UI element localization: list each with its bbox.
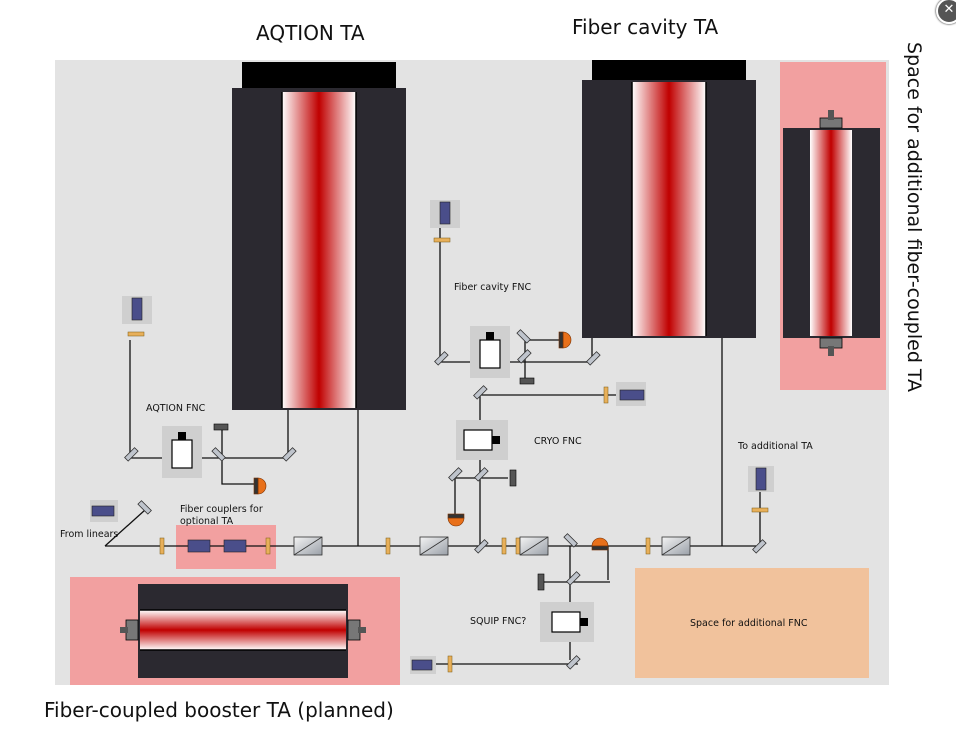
additional-ta: [783, 110, 880, 356]
close-icon[interactable]: ✕: [936, 0, 956, 24]
beam-dumps: [213, 377, 545, 591]
fiber-couplers-label-1: Fiber couplers for: [180, 504, 263, 515]
aqtion-ta-title: AQTION TA: [256, 21, 365, 45]
booster-ta-title: Fiber-coupled booster TA (planned): [44, 698, 394, 722]
mirrors: [124, 329, 767, 670]
from-linears-label: From linears: [60, 529, 118, 540]
fnc-aom-units: [162, 326, 594, 642]
photodiodes: [253, 331, 609, 551]
aqtion-fnc-label: AQTION FNC: [146, 403, 206, 414]
aqtion-ta: [232, 62, 406, 410]
waveplates: [127, 237, 769, 673]
additional-ta-title: Space for additional fiber-coupled TA: [903, 42, 925, 392]
booster-ta: [120, 584, 366, 678]
fiber-couplers: [90, 200, 774, 674]
cryo-fnc-label: CRYO FNC: [534, 436, 582, 447]
fiber-cavity-fnc-label: Fiber cavity FNC: [454, 282, 531, 293]
fiber-cavity-ta-title: Fiber cavity TA: [572, 15, 719, 39]
fiber-couplers-label-2: optional TA: [180, 516, 234, 527]
fiber-cavity-ta: [582, 60, 756, 338]
to-additional-ta-label: To additional TA: [737, 441, 813, 452]
squip-fnc-label: SQUIP FNC?: [470, 616, 526, 627]
space-additional-fnc-label: Space for additional FNC: [690, 618, 808, 629]
close-icon-glyph: ✕: [943, 2, 955, 17]
additional-fnc-space: [635, 568, 869, 678]
isolators: [293, 536, 691, 556]
